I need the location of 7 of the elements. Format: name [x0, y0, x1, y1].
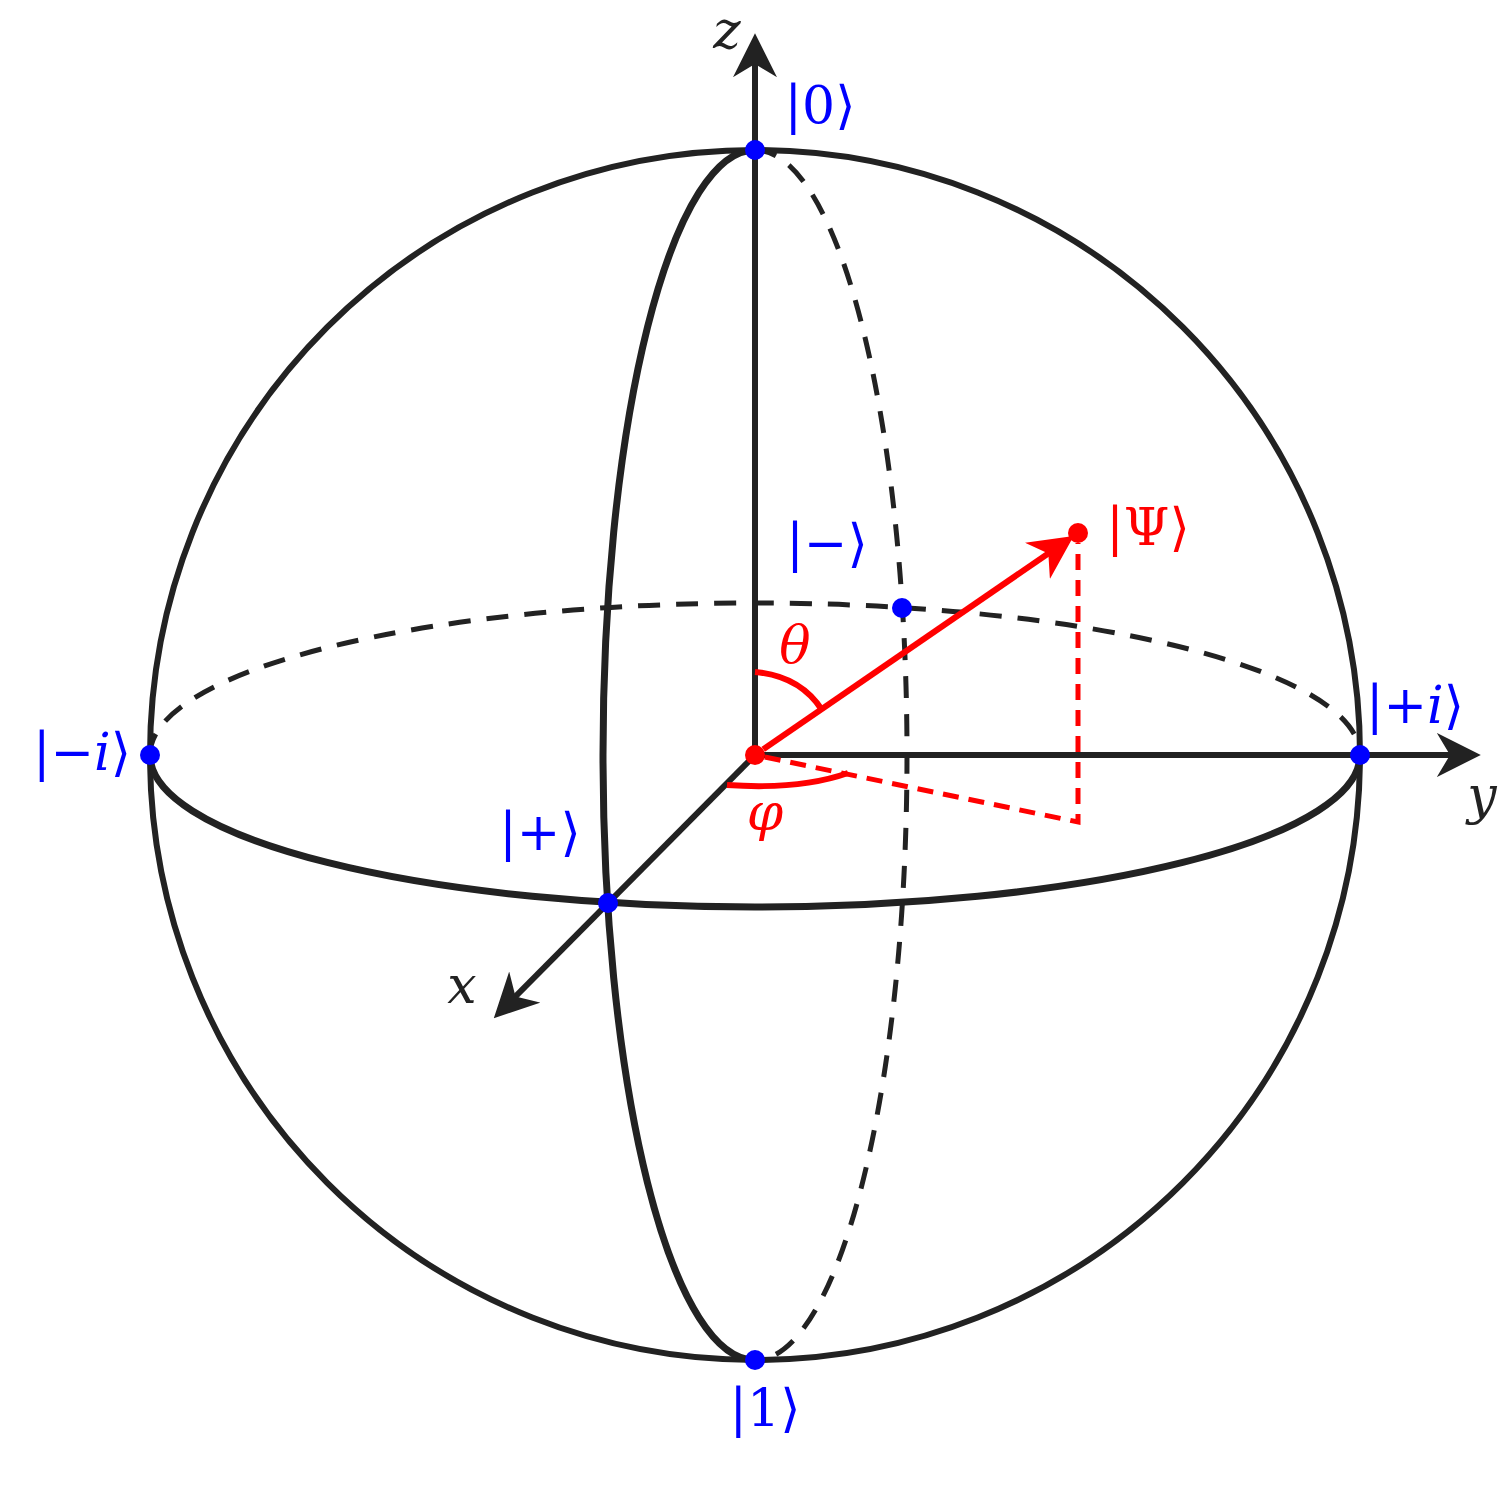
- angle-label: θ: [779, 619, 811, 671]
- arrow: [761, 535, 1074, 752]
- point-marker: [745, 745, 765, 765]
- point-marker: [1068, 523, 1088, 543]
- axis-label: z: [713, 4, 741, 56]
- projection-line: [764, 543, 1081, 826]
- axis-label: x: [447, 959, 477, 1011]
